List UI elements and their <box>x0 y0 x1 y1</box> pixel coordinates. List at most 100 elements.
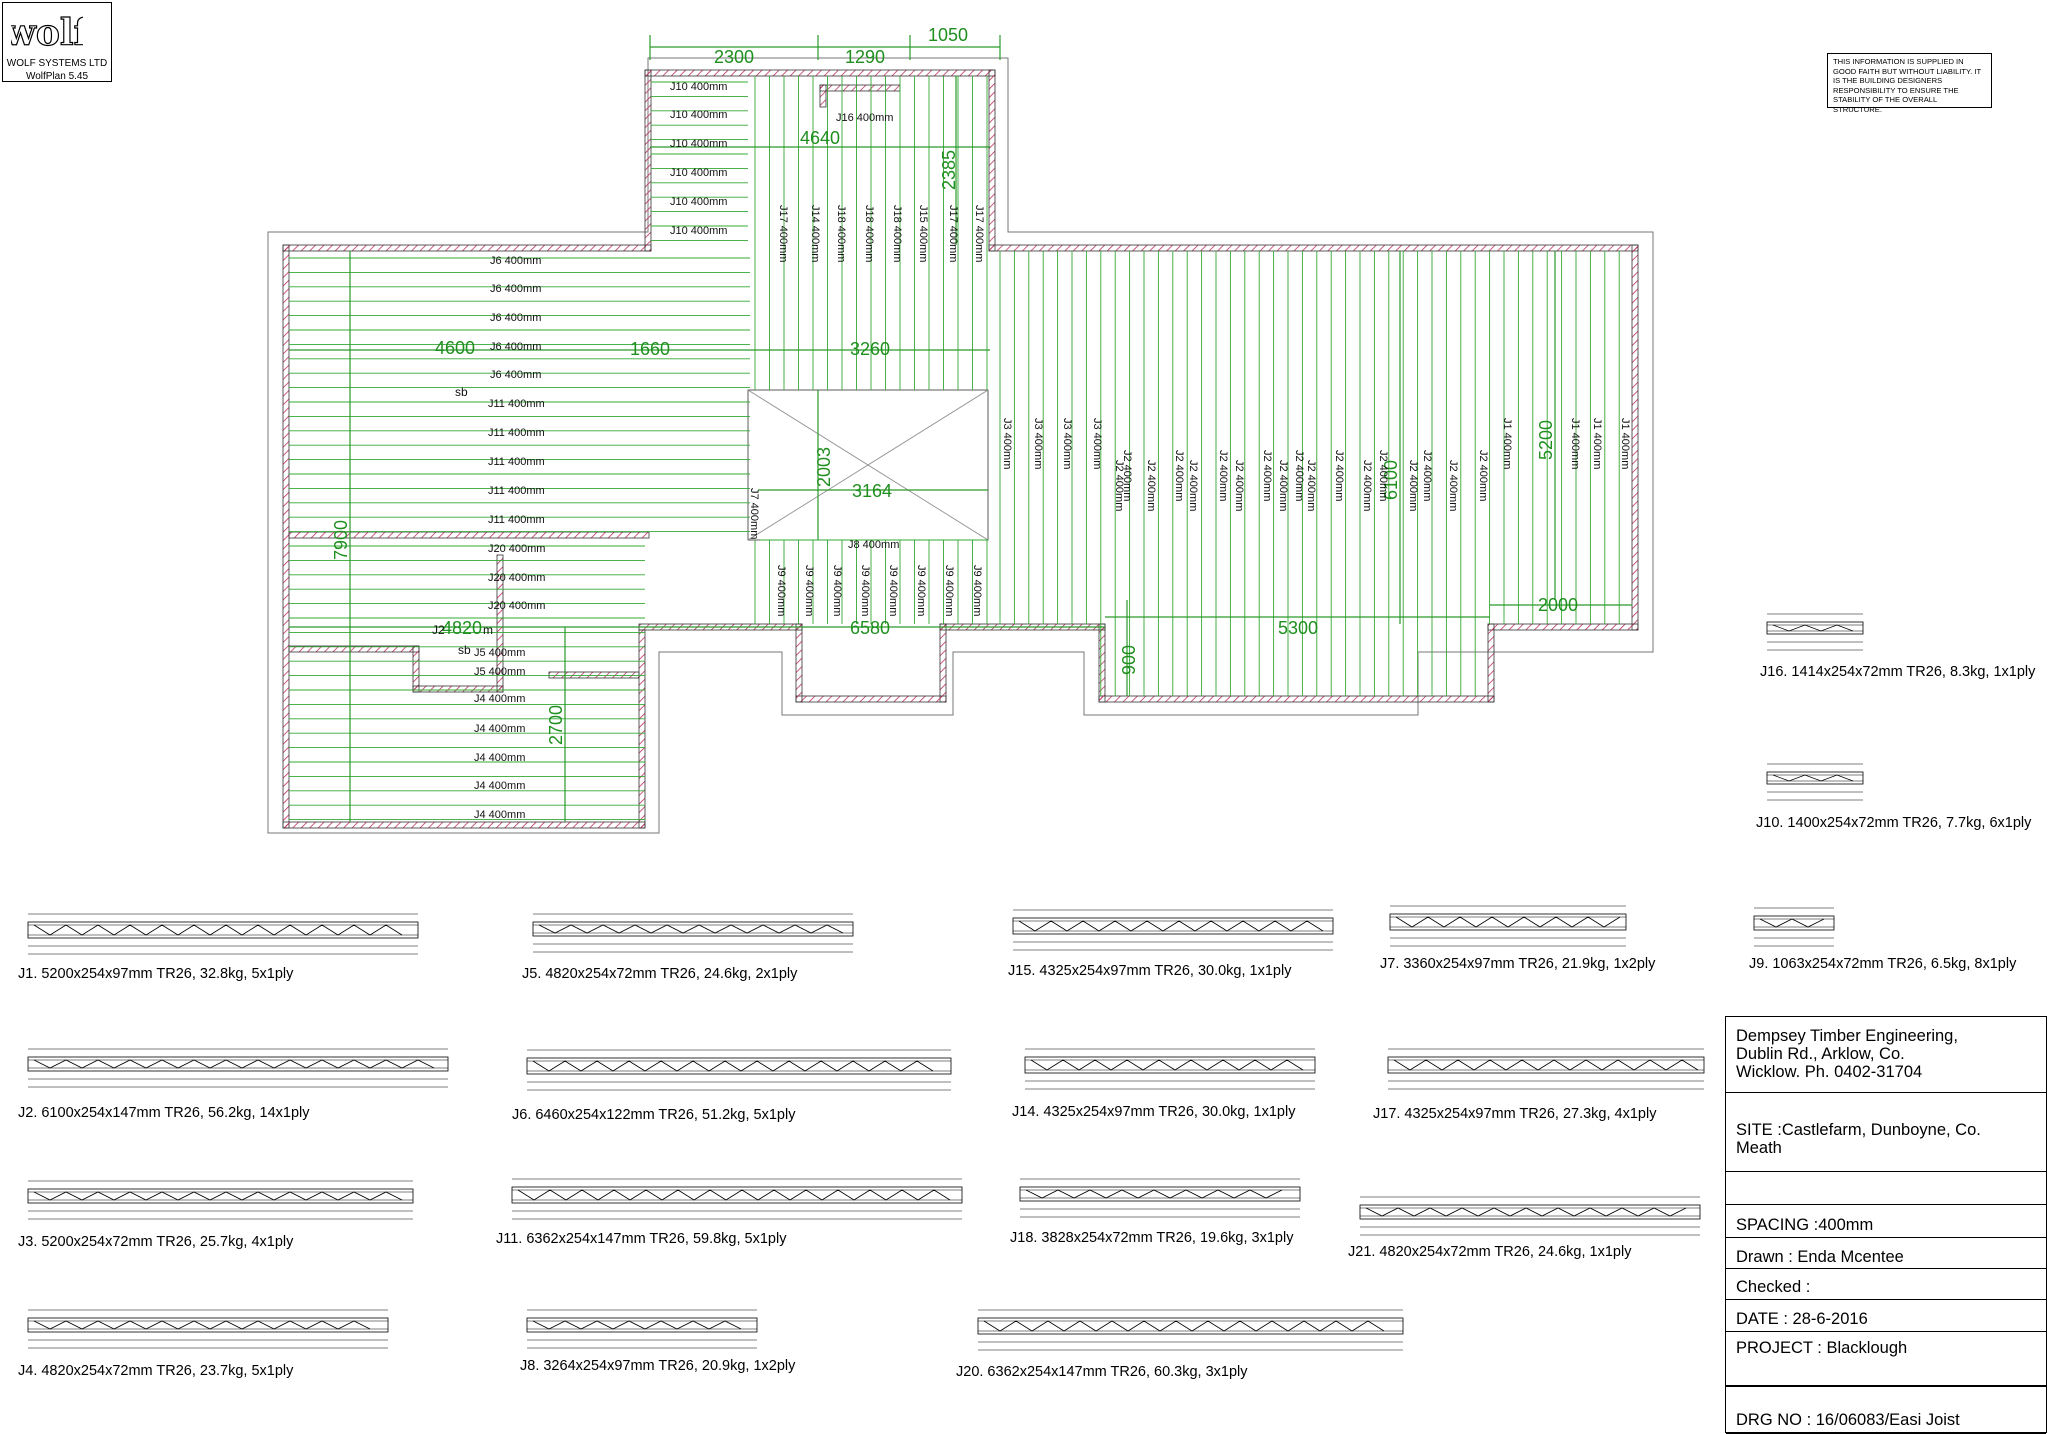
label-j2: J2 400mm <box>1361 460 1373 511</box>
joist-profile <box>1012 909 1334 951</box>
label-j4: J4 400mm <box>474 693 525 705</box>
joist-profile <box>1753 907 1835 947</box>
note-m: m <box>483 623 493 637</box>
label-j18: J18 400mm <box>835 205 847 262</box>
caption-j5: J5. 4820x254x72mm TR26, 24.6kg, 2x1ply <box>522 966 798 982</box>
label-j20: J20 400mm <box>488 600 545 612</box>
joist-profile <box>1359 1196 1701 1236</box>
stair-opening <box>747 389 989 541</box>
label-j11: J11 400mm <box>488 485 545 497</box>
caption-j17: J17. 4325x254x97mm TR26, 27.3kg, 4x1ply <box>1373 1106 1657 1122</box>
tb-project: PROJECT : Blacklough <box>1726 1332 2046 1386</box>
label-j4: J4 400mm <box>474 809 525 821</box>
joist-diagrams <box>27 613 1864 1351</box>
joist-profile <box>526 1309 758 1349</box>
label-j17: J17 400mm <box>777 205 789 262</box>
label-j20: J20 400mm <box>488 543 545 555</box>
label-j18: J18 400mm <box>863 205 875 262</box>
label-j11: J11 400mm <box>488 427 545 439</box>
label-j10: J10 400mm <box>670 225 727 237</box>
joist-profile <box>27 1180 414 1220</box>
caption-j10: J10. 1400x254x72mm TR26, 7.7kg, 6x1ply <box>1756 815 2032 831</box>
caption-j16: J16. 1414x254x72mm TR26, 8.3kg, 1x1ply <box>1760 664 2036 680</box>
dimension-text: 2300 1290 1050 4640 2385 4600 1660 3260 … <box>331 25 1578 745</box>
label-j2: J2 400mm <box>1293 450 1305 501</box>
company-name: WOLF SYSTEMS LTD <box>6 58 108 69</box>
label-j2: J2 400mm <box>1121 450 1133 501</box>
label-j20: J20 400mm <box>488 572 545 584</box>
tb-date: DATE : 28-6-2016 <box>1726 1300 2046 1332</box>
dim-5200: 5200 <box>1536 420 1556 460</box>
joist-profile <box>27 1048 449 1088</box>
label-j2: J2 400mm <box>1333 450 1345 501</box>
disclaimer-box: THIS INFORMATION IS SUPPLIED IN GOOD FAI… <box>1827 53 1992 114</box>
label-j6: J6 400mm <box>490 312 541 324</box>
label-j9: J9 400mm <box>859 565 871 616</box>
label-j4: J4 400mm <box>474 780 525 792</box>
caption-j15: J15. 4325x254x97mm TR26, 30.0kg, 1x1ply <box>1008 963 1292 979</box>
label-j10: J10 400mm <box>670 109 727 121</box>
label-j2: J2 400mm <box>1377 450 1389 501</box>
caption-j14: J14. 4325x254x97mm TR26, 30.0kg, 1x1ply <box>1012 1104 1296 1120</box>
label-j2: J2 400mm <box>1173 450 1185 501</box>
label-j9: J9 400mm <box>887 565 899 616</box>
dim-4600: 4600 <box>435 338 475 358</box>
caption-j6: J6. 6460x254x122mm TR26, 51.2kg, 5x1ply <box>512 1107 796 1123</box>
joist-profile <box>27 1309 389 1349</box>
outer-outline <box>267 57 1654 834</box>
label-j3: J3 400mm <box>1091 418 1103 469</box>
label-j6: J6 400mm <box>490 283 541 295</box>
dim-7900: 7900 <box>331 520 351 560</box>
caption-j2: J2. 6100x254x147mm TR26, 56.2kg, 14x1ply <box>18 1105 310 1121</box>
label-j10: J10 400mm <box>670 81 727 93</box>
label-j6: J6 400mm <box>490 341 541 353</box>
dim-4640: 4640 <box>800 128 840 148</box>
label-j2: J2 400mm <box>1145 460 1157 511</box>
label-j8: J8 400mm <box>848 539 899 551</box>
label-j4: J4 400mm <box>474 752 525 764</box>
svg-text:wolf: wolf <box>11 12 83 53</box>
label-j11: J11 400mm <box>488 456 545 468</box>
dim-6580: 6580 <box>850 618 890 638</box>
label-j2: J2 400mm <box>1113 460 1125 511</box>
note-sb-upper: sb <box>455 385 468 399</box>
label-j3: J3 400mm <box>1001 418 1013 469</box>
label-j1: J1 400mm <box>1591 418 1603 469</box>
label-j2: J2 400mm <box>1421 450 1433 501</box>
tb-drawn: Drawn : Enda Mcentee <box>1726 1238 2046 1269</box>
tb-site: SITE :Castlefarm, Dunboyne, Co. Meath <box>1726 1093 2046 1172</box>
label-j14: J14 400mm <box>809 205 821 262</box>
dimension-lines <box>289 35 1632 822</box>
label-j5: J5 400mm <box>474 647 525 659</box>
label-j10: J10 400mm <box>670 138 727 150</box>
dim-2000: 2000 <box>1538 595 1578 615</box>
label-j10: J10 400mm <box>670 196 727 208</box>
joist-profile <box>511 1178 963 1220</box>
label-j2: J2 400mm <box>1277 460 1289 511</box>
caption-j8: J8. 3264x254x97mm TR26, 20.9kg, 1x2ply <box>520 1358 796 1374</box>
label-j16: J16 400mm <box>836 112 893 124</box>
tb-blank <box>1726 1172 2046 1205</box>
label-j17: J17 400mm <box>947 205 959 262</box>
label-j1: J1 400mm <box>1569 418 1581 469</box>
dim-3164: 3164 <box>852 481 892 501</box>
title-block: Dempsey Timber Engineering, Dublin Rd., … <box>1725 1016 2047 1434</box>
label-j3: J3 400mm <box>1032 418 1044 469</box>
label-j7: J7 400mm <box>748 488 760 539</box>
dim-2300: 2300 <box>714 47 754 67</box>
dim-2003: 2003 <box>814 447 834 487</box>
label-j2: J2 400mm <box>1447 460 1459 511</box>
dim-900: 900 <box>1119 645 1139 675</box>
caption-j11: J11. 6362x254x147mm TR26, 59.8kg, 5x1ply <box>496 1231 787 1247</box>
caption-j20: J20. 6362x254x147mm TR26, 60.3kg, 3x1ply <box>956 1364 1248 1380</box>
label-j2: J2 400mm <box>1261 450 1273 501</box>
joist-profile <box>1387 1048 1705 1090</box>
label-j9: J9 400mm <box>915 565 927 616</box>
dim-6100: 6100 <box>1381 460 1401 500</box>
dim-3260: 3260 <box>850 339 890 359</box>
label-j11: J11 400mm <box>488 514 545 526</box>
label-j2: J2 400mm <box>1233 460 1245 511</box>
label-j1: J1 400mm <box>1619 418 1631 469</box>
note-sb-lower: sb <box>458 643 471 657</box>
